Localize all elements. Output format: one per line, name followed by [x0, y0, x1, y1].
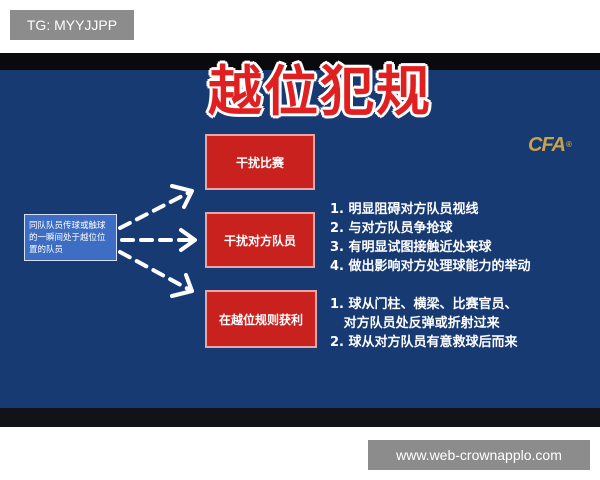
branch-label: 干扰比赛: [235, 155, 284, 170]
source-text: 同队队员传球或触球的一瞬间处于越位位置的队员: [29, 220, 106, 255]
rule-item: 4. 做出影响对方处理球能力的举动: [330, 259, 531, 274]
watermark: www.web-crownapplo.com: [368, 440, 590, 470]
slide-title: 越位犯规: [208, 60, 432, 123]
cfa-logo-text: CFA: [528, 134, 566, 156]
rule-item: 1. 球从门柱、横梁、比赛官员、: [330, 297, 518, 312]
rule-item: 1. 明显阻碍对方队员视线: [330, 202, 479, 217]
rule-item: 对方队员处反弹或折射过来: [330, 316, 500, 331]
interfere-opponent-rules: 1. 明显阻碍对方队员视线 2. 与对方队员争抢球 3. 有明显试图接触近处来球…: [330, 200, 531, 276]
cfa-logo: CFA®: [528, 133, 580, 157]
registered-mark: ®: [566, 140, 572, 149]
gain-advantage-rules: 1. 球从门柱、横梁、比赛官员、 对方队员处反弹或折射过来 2. 球从对方队员有…: [330, 295, 518, 352]
branch-interfere-opponent: 干扰对方队员: [205, 212, 315, 268]
rule-item: 3. 有明显试图接触近处来球: [330, 240, 492, 255]
rule-item: 2. 与对方队员争抢球: [330, 221, 453, 236]
branch-label: 在越位规则获利: [218, 312, 303, 327]
source-box: 同队队员传球或触球的一瞬间处于越位位置的队员: [24, 214, 117, 261]
tg-badge: TG: MYYJJPP: [10, 10, 134, 40]
slide-bottom-band: [0, 408, 600, 427]
rule-item: 2. 球从对方队员有意救球后而来: [330, 335, 518, 350]
branch-gain-advantage: 在越位规则获利: [205, 290, 317, 348]
branch-interfere-play: 干扰比赛: [205, 134, 315, 190]
branch-label: 干扰对方队员: [223, 233, 296, 248]
